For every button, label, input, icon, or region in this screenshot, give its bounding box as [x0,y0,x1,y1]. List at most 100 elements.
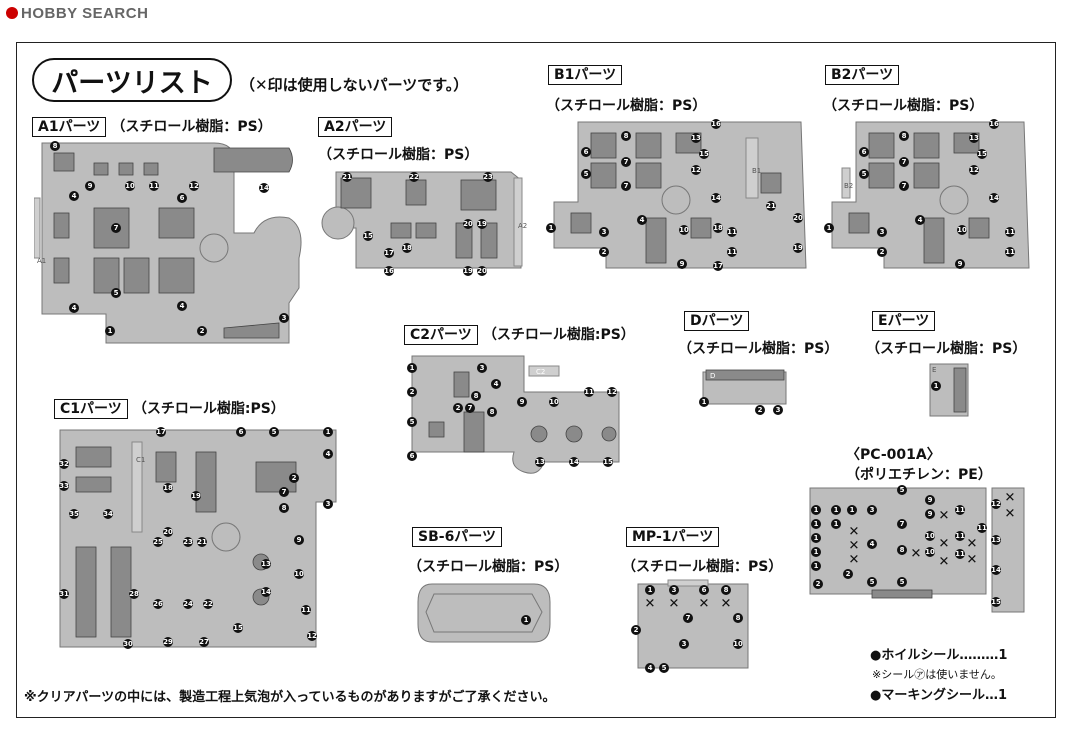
runner-frame [661,185,691,215]
unused-mark: ✕ [849,525,860,540]
part-number: 1 [850,506,855,514]
section-mp1-header: MP-1パーツ [626,526,720,547]
section-e-header: Eパーツ [872,310,936,331]
runner-d: D 1 2 3 [698,366,790,418]
part-shape [158,257,195,294]
part-number: 2 [758,406,763,414]
part-number: 4 [180,302,185,310]
part-number-marker [407,387,417,397]
part-shape [75,476,112,493]
part-number: 2 [602,248,607,256]
part-shape [53,257,70,284]
part-number-marker [691,165,701,175]
part-number-marker [301,605,311,615]
part-number-marker [813,579,823,589]
site-logo: HOBBY SEARCH [6,5,148,22]
part-number-marker [621,157,631,167]
part-shape [155,451,177,483]
a2-tag: A2パーツ [318,117,393,137]
unused-mark: ✕ [939,555,950,570]
footer-note: ※クリアパーツの中には、製造工程上気泡が入っているものがありますがご了承ください… [24,690,556,705]
part-number-marker [294,569,304,579]
part-shape [570,212,592,234]
part-number-marker [183,599,193,609]
c2-material: （スチロール樹脂:PS） [482,327,635,343]
part-number-marker [831,519,841,529]
part-shape [590,132,617,159]
part-number-marker [1005,227,1015,237]
part-shape [868,132,895,159]
part-number: 19 [191,492,201,500]
section-a1-header: A1パーツ （スチロール樹脂：PS） [32,116,272,137]
a2-runner-label: A2 [518,222,527,230]
part-number: 7 [624,158,629,166]
part-number-marker [733,613,743,623]
part-number: 8 [53,142,58,150]
part-number-marker [487,407,497,417]
part-number: 1 [814,548,819,556]
part-number: 11 [977,524,987,532]
part-number: 7 [624,182,629,190]
part-number: 4 [326,450,331,458]
part-number-marker [69,303,79,313]
part-shape [405,179,427,206]
part-number: 11 [955,550,965,558]
part-number: 2 [292,474,297,482]
part-number-marker [279,487,289,497]
part-number: 5 [862,170,867,178]
section-b1-header: B1パーツ [548,64,623,85]
runner-frame [841,167,851,199]
part-number-marker [599,247,609,257]
part-number: 10 [957,226,967,234]
part-number-marker [289,473,299,483]
part-number: 3 [282,314,287,322]
part-shape [635,132,662,159]
a2-material: （スチロール樹脂：PS） [318,147,479,163]
part-number: 2 [200,327,205,335]
part-number-marker [991,597,1001,607]
part-number: 10 [679,226,689,234]
part-number: 9 [928,510,933,518]
part-shape [480,222,498,259]
part-number: 2 [410,388,415,396]
part-number-marker [969,133,979,143]
part-number: 8 [724,586,729,594]
runner-sb6: 1 [414,578,554,648]
part-number-marker [294,535,304,545]
part-number: 24 [183,600,193,608]
part-number-marker [463,266,473,276]
part-number: 15 [991,598,1001,606]
part-shape [428,421,445,438]
part-number: 1 [934,382,939,390]
part-number-marker [755,405,765,415]
d-runner-label: D [710,372,715,380]
runner-d-svg: D 1 2 3 [699,369,787,415]
part-number: 1 [834,520,839,528]
pc-material: （ポリエチレン：PE） [846,467,992,483]
part-number-marker [477,363,487,373]
part-number: 18 [713,224,723,232]
part-number-marker [69,191,79,201]
part-shape [601,426,617,442]
part-number-marker [153,599,163,609]
part-number: 9 [88,182,93,190]
part-shape [110,546,132,638]
part-shape [415,222,437,239]
part-number-marker [727,247,737,257]
part-number-marker [584,387,594,397]
part-number: 22 [203,600,213,608]
part-number: 14 [711,194,721,202]
section-a2-header: A2パーツ [318,116,393,137]
part-number-marker [699,149,709,159]
part-shape [848,212,870,234]
part-number-marker [546,223,556,233]
part-number: 15 [233,624,243,632]
part-number-marker [199,637,209,647]
part-number: 1 [524,616,529,624]
part-number: 15 [363,232,373,240]
part-number-marker [517,397,527,407]
part-number: 16 [711,120,721,128]
part-shape [968,217,990,239]
part-number: 3 [672,586,677,594]
runner-frame [411,355,620,474]
